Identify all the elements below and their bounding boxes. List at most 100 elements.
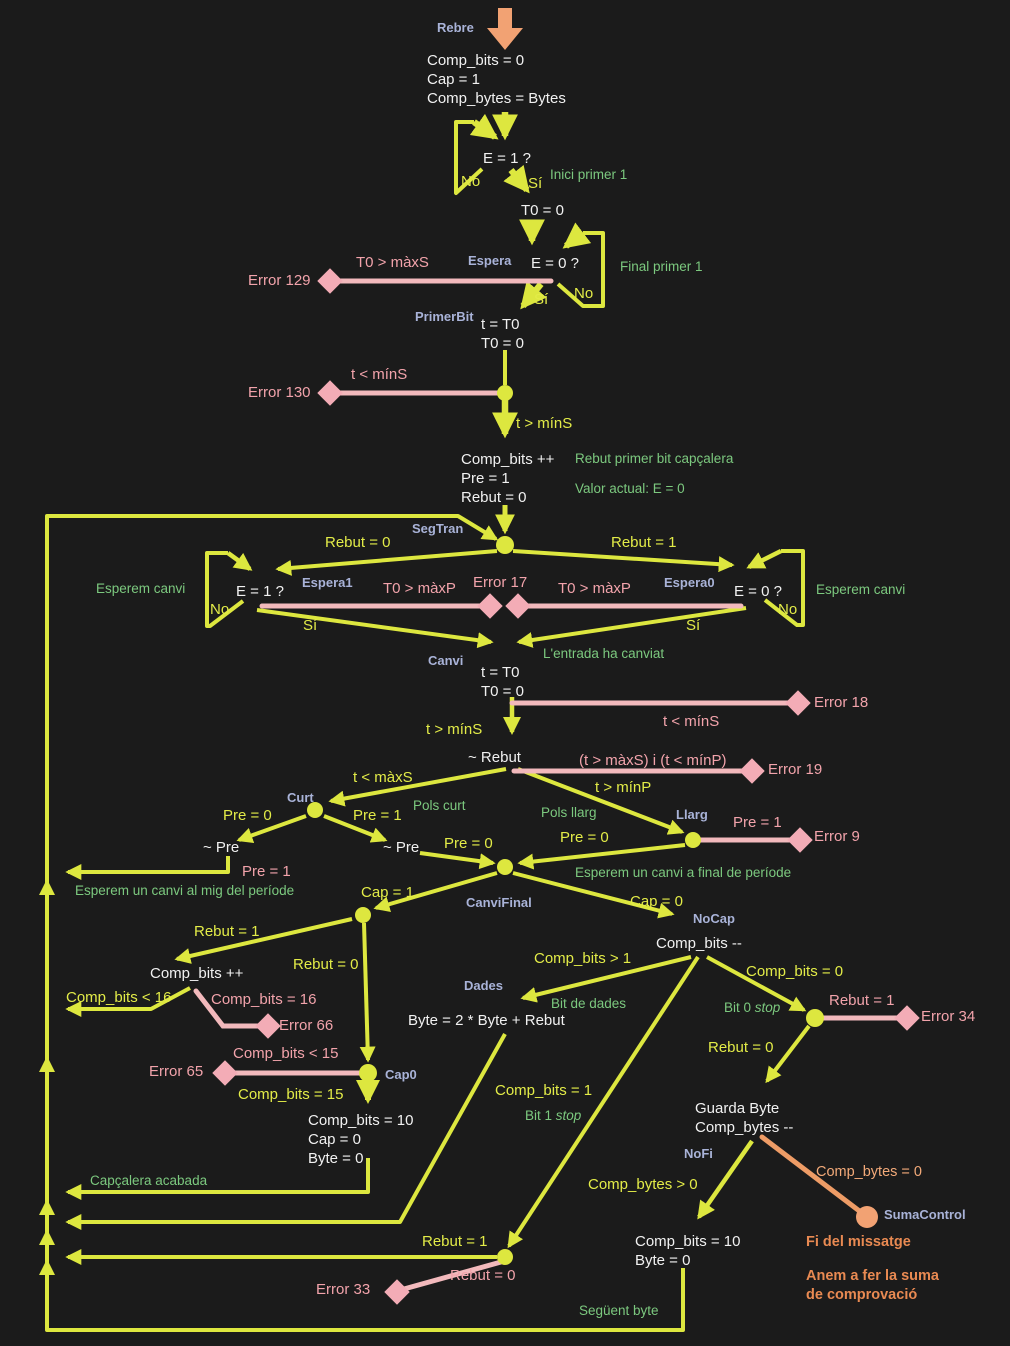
error-130: Error 130 bbox=[248, 384, 311, 401]
note-esperem-canvi-right: Esperem canvi bbox=[816, 582, 906, 597]
errcond-rebut0-bottom: Rebut = 0 bbox=[450, 1267, 516, 1284]
cond-no-espera1: No bbox=[210, 601, 230, 618]
block-primerbit: t = T0 T0 = 0 bbox=[481, 316, 524, 352]
merge-arrowheads bbox=[39, 879, 55, 1275]
cond-pre1-return: Pre = 1 bbox=[242, 863, 291, 880]
cond-t-gt-mins-1: t > mínS bbox=[516, 415, 573, 432]
decision-e0-top: E = 0 ? bbox=[531, 255, 579, 272]
cond-no-espera0: No bbox=[778, 601, 798, 618]
decision-e1-espera1: E = 1 ? bbox=[236, 583, 284, 600]
error-129: Error 129 bbox=[248, 272, 311, 289]
state-nocap: NoCap bbox=[693, 911, 735, 926]
cond-compbytes-eq0: Comp_bytes = 0 bbox=[816, 1164, 922, 1180]
errcond-compbits-lt15: Comp_bits < 15 bbox=[233, 1045, 339, 1062]
note-pols-llarg: Pols llarg bbox=[541, 805, 597, 820]
note-esperem-mig: Esperem un canvi al mig del període bbox=[75, 883, 295, 898]
state-curt: Curt bbox=[287, 790, 314, 805]
error-65: Error 65 bbox=[149, 1063, 204, 1080]
block-byte-calc: Byte = 2 * Byte + Rebut bbox=[408, 1012, 565, 1029]
cond-compbits-eq1: Comp_bits = 1 bbox=[495, 1082, 593, 1099]
cond-pre0-canvifinal-1: Pre = 0 bbox=[444, 835, 493, 852]
error-9: Error 9 bbox=[814, 828, 860, 845]
entry-arrow-icon bbox=[487, 8, 523, 50]
cond-compbits-gt1: Comp_bits > 1 bbox=[534, 950, 632, 967]
cond-compbits-eq0: Comp_bits = 0 bbox=[746, 963, 844, 980]
errcond-t-lt-mins-2: t < mínS bbox=[663, 713, 720, 730]
block-compbits-inc: Comp_bits ++ bbox=[150, 965, 244, 982]
errcond-t0-maxp-right: T0 > màxP bbox=[558, 580, 631, 597]
error-66: Error 66 bbox=[279, 1017, 334, 1034]
state-canvi: Canvi bbox=[428, 653, 464, 668]
state-dades: Dades bbox=[464, 978, 504, 993]
block-init: Comp_bits = 0 Cap = 1 Comp_bytes = Bytes bbox=[427, 52, 566, 107]
errcond-compbits-eq16: Comp_bits = 16 bbox=[211, 991, 317, 1008]
error-18: Error 18 bbox=[814, 694, 869, 711]
cond-rebut0-bit0: Rebut = 0 bbox=[708, 1039, 774, 1056]
error-34: Error 34 bbox=[921, 1008, 976, 1025]
state-llarg: Llarg bbox=[676, 807, 708, 822]
state-sumacontrol: SumaControl bbox=[884, 1207, 966, 1222]
note-esperem-canvi-left: Esperem canvi bbox=[96, 581, 186, 596]
errcond-rebut1-bit0: Rebut = 1 bbox=[829, 992, 895, 1009]
block-firstbit: Comp_bits ++ Pre = 1 Rebut = 0 bbox=[461, 451, 555, 506]
decision-e0-espera0: E = 0 ? bbox=[734, 583, 782, 600]
cond-cap0: Cap = 0 bbox=[630, 893, 683, 910]
cond-rebut0-segtran: Rebut = 0 bbox=[325, 534, 391, 551]
cond-pre0-curt: Pre = 0 bbox=[223, 807, 272, 824]
error-33: Error 33 bbox=[316, 1281, 371, 1298]
block-guarda-byte: Guarda Byte Comp_bytes -- bbox=[695, 1100, 794, 1136]
cond-si-espera0: Sí bbox=[686, 617, 701, 634]
cond-t-lt-maxs: t < màxS bbox=[353, 769, 413, 786]
errcond-pre1-llarg: Pre = 1 bbox=[733, 814, 782, 831]
state-cap0: Cap0 bbox=[385, 1067, 417, 1082]
cond-rebut1-bottom: Rebut = 1 bbox=[422, 1233, 488, 1250]
errcond-t0-maxs: T0 > màxS bbox=[356, 254, 429, 271]
cond-no-e0: No bbox=[574, 285, 594, 302]
block-compbits-dec: Comp_bits -- bbox=[656, 935, 742, 952]
cond-compbits-lt16: Comp_bits < 16 bbox=[66, 989, 172, 1006]
errcond-maxs-minp: (t > màxS) i (t < mínP) bbox=[579, 752, 727, 769]
decision-not-pre-right: ~ Pre bbox=[383, 839, 420, 856]
block-canvi: t = T0 T0 = 0 bbox=[481, 664, 524, 700]
cond-pre0-canvifinal-2: Pre = 0 bbox=[560, 829, 609, 846]
note-final-primer-1: Final primer 1 bbox=[620, 259, 703, 274]
error-19: Error 19 bbox=[768, 761, 823, 778]
block-cap-reset: Comp_bits = 10 Cap = 0 Byte = 0 bbox=[308, 1112, 414, 1167]
cond-si-top: Sí bbox=[528, 175, 543, 192]
yellow-flow-layer bbox=[39, 112, 811, 1332]
state-espera1: Espera1 bbox=[302, 575, 353, 590]
cond-rebut1-segtran: Rebut = 1 bbox=[611, 534, 677, 551]
cond-t-gt-minp: t > mínP bbox=[595, 779, 652, 796]
cond-compbits-eq15: Comp_bits = 15 bbox=[238, 1086, 344, 1103]
note-bit-de-dades: Bit de dades bbox=[551, 996, 627, 1011]
cond-si-espera1: Sí bbox=[303, 617, 318, 634]
note-pols-curt: Pols curt bbox=[413, 798, 466, 813]
state-rebre: Rebre bbox=[437, 20, 474, 35]
cond-si-e0: Sí bbox=[534, 291, 549, 308]
cond-compbytes-gt0: Comp_bytes > 0 bbox=[588, 1176, 698, 1193]
action-t0-zero: T0 = 0 bbox=[521, 202, 564, 219]
state-nofi: NoFi bbox=[684, 1146, 713, 1161]
decision-e1-top: E = 1 ? bbox=[483, 150, 531, 167]
state-espera0: Espera0 bbox=[664, 575, 715, 590]
note-inici-primer-1: Inici primer 1 bbox=[550, 167, 628, 182]
note-seguent-byte: Següent byte bbox=[579, 1303, 659, 1318]
note-rebut-primer-bit: Rebut primer bit capçalera bbox=[575, 451, 734, 466]
error-17: Error 17 bbox=[473, 574, 528, 591]
decision-not-pre-left: ~ Pre bbox=[203, 839, 240, 856]
note-anem-suma: Anem a fer la suma de comprovació bbox=[806, 1268, 939, 1303]
cond-no-top: No bbox=[461, 173, 481, 190]
errcond-t0-maxp-left: T0 > màxP bbox=[383, 580, 456, 597]
decision-not-rebut: ~ Rebut bbox=[468, 749, 521, 766]
cond-pre1-curt: Pre = 1 bbox=[353, 807, 402, 824]
state-segtran: SegTran bbox=[412, 521, 464, 536]
junction-dots bbox=[307, 385, 824, 1265]
errcond-t-lt-mins-1: t < mínS bbox=[351, 366, 408, 383]
note-fi-del-missatge: Fi del missatge bbox=[806, 1234, 911, 1250]
note-capcalera-acabada: Capçalera acabada bbox=[90, 1173, 208, 1188]
note-valor-actual: Valor actual: E = 0 bbox=[575, 481, 685, 496]
note-bit1-stop: Bit 1 stop bbox=[525, 1108, 582, 1123]
error-lines-layer bbox=[193, 278, 903, 1292]
